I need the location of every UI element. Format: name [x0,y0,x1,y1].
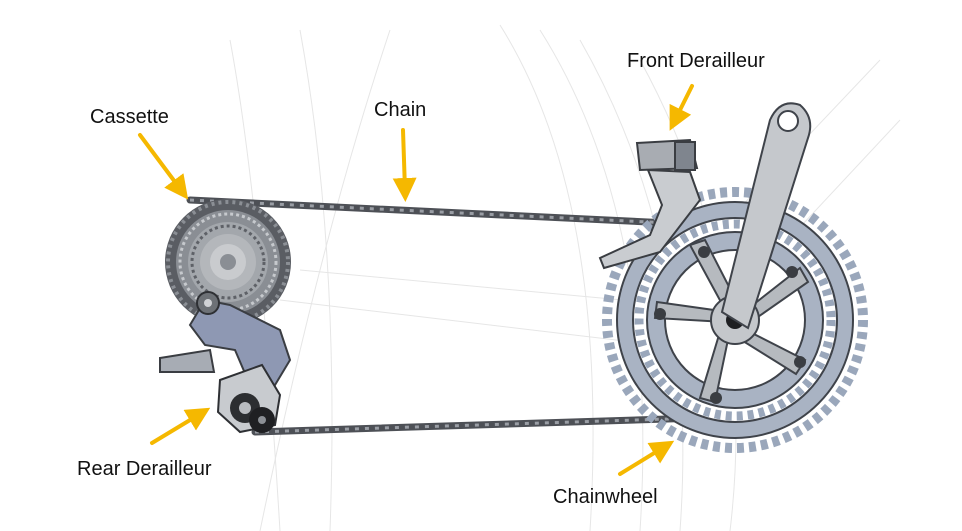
chain [186,196,704,436]
chainwheel-arrow [618,440,675,476]
front-derailleur-arrow [669,84,694,131]
chain-label: Chain [374,99,427,121]
rear-derailleur-arrow [150,407,211,445]
chain-arrow [392,128,417,202]
rear-derailleur [159,291,292,434]
front-derailleur-label: Front Derailleur [627,50,765,72]
cassette-arrow [138,133,189,200]
front-derailleur [598,138,702,270]
cassette-label: Cassette [90,106,169,128]
callout-arrows [138,84,694,476]
chainwheel [602,102,868,453]
cassette [165,199,291,325]
chainwheel-label: Chainwheel [553,486,658,508]
rear-derailleur-label: Rear Derailleur [77,458,212,480]
